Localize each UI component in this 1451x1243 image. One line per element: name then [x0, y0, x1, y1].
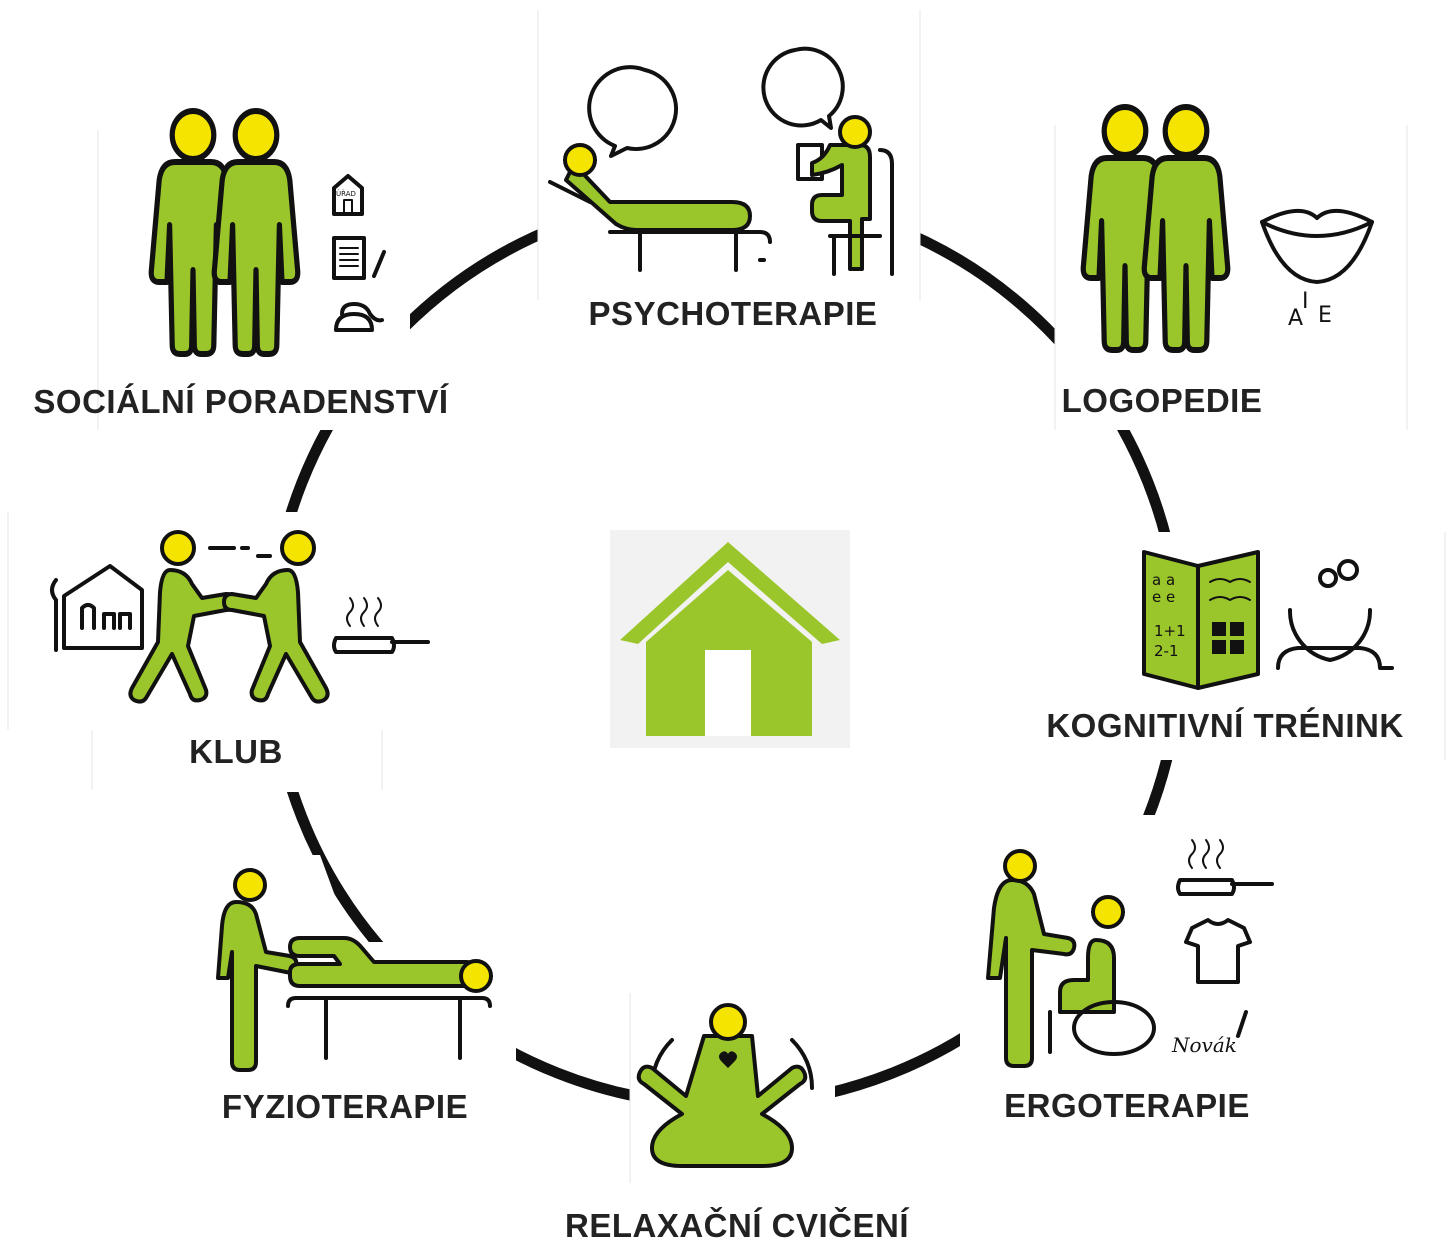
- home-node[interactable]: [610, 530, 850, 748]
- club-icon: [50, 530, 430, 704]
- letters-a: a a: [1152, 571, 1175, 589]
- service-label-klub: KLUB: [189, 733, 283, 770]
- physiotherapy-icon: [216, 868, 493, 1072]
- service-logopedie[interactable]: A I E LOGOPEDIE: [1054, 107, 1408, 430]
- service-ergoterapie[interactable]: Novák ERGOTERAPIE: [960, 815, 1288, 1135]
- service-psychoterapie[interactable]: PSYCHOTERAPIE: [537, 10, 921, 350]
- service-socialni[interactable]: ÚŘAD SOCIÁLNÍ PORADENSTVÍ: [30, 111, 452, 430]
- service-label-fyzioterapie: FYZIOTERAPIE: [222, 1088, 468, 1125]
- occupational-therapy-icon: Novák: [986, 839, 1274, 1068]
- cognitive-training-icon: a a e e 1+1 2-1: [1142, 550, 1394, 690]
- service-label-logopedie: LOGOPEDIE: [1062, 382, 1263, 419]
- relaxation-icon: [636, 1003, 814, 1168]
- service-label-socialni: SOCIÁLNÍ PORADENSTVÍ: [33, 383, 449, 420]
- vowel-i: I: [1302, 289, 1309, 314]
- speech-therapy-icon: A I E: [1083, 107, 1374, 350]
- signature-text: Novák: [1171, 1033, 1237, 1057]
- vowel-a: A: [1288, 306, 1303, 331]
- service-label-relaxacni: RELAXAČNÍ CVIČENÍ: [565, 1206, 909, 1243]
- service-kognitivni[interactable]: a a e e 1+1 2-1 KOGNITIVNÍ TRÉNINK: [1046, 532, 1447, 760]
- letters-e: e e: [1152, 588, 1175, 606]
- math-1: 1+1: [1154, 622, 1186, 640]
- office-label: ÚŘAD: [336, 189, 356, 198]
- service-label-kognitivni: KOGNITIVNÍ TRÉNINK: [1046, 707, 1403, 744]
- home-icon: [620, 542, 840, 736]
- psychotherapy-icon: [548, 46, 894, 276]
- service-label-psychoterapie: PSYCHOTERAPIE: [589, 295, 878, 332]
- service-relaxacni[interactable]: RELAXAČNÍ CVIČENÍ: [565, 993, 909, 1243]
- service-fyzioterapie[interactable]: FYZIOTERAPIE: [184, 855, 516, 1125]
- service-label-ergoterapie: ERGOTERAPIE: [1004, 1087, 1250, 1124]
- math-2: 2-1: [1154, 642, 1179, 660]
- service-klub[interactable]: KLUB: [7, 512, 468, 792]
- social-counselling-icon: ÚŘAD: [151, 111, 386, 354]
- vowel-e: E: [1318, 303, 1332, 328]
